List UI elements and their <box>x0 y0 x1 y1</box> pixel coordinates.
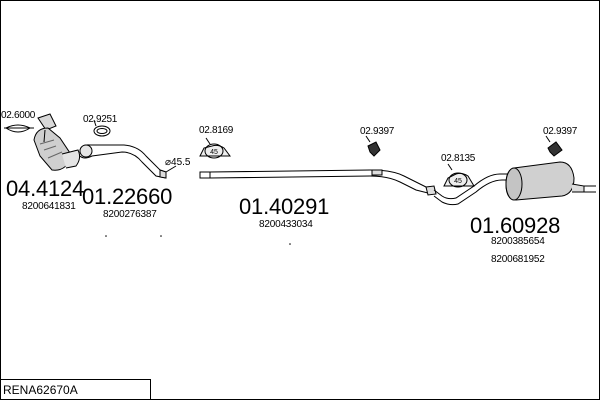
hanger-icon <box>545 135 563 157</box>
front-pipe-shape <box>79 144 167 179</box>
part-label-gasket: 02.9251 <box>83 114 118 125</box>
oem-number: 8200681952 <box>491 254 545 265</box>
hanger-icon <box>365 135 381 157</box>
oem-number: 8200276387 <box>103 209 157 220</box>
clamp-icon <box>4 124 34 133</box>
reference-box <box>0 379 151 399</box>
oem-number: 8200641831 <box>22 201 76 212</box>
center-pipe-shape <box>199 169 437 196</box>
part-label-hanger: 02.9397 <box>543 126 578 137</box>
catalyst-shape <box>33 113 81 171</box>
part-label-hanger: 02.9397 <box>360 126 395 137</box>
clamp-icon <box>443 163 475 188</box>
leader-line <box>165 165 177 173</box>
part-label-clamp: 02.8135 <box>441 153 476 164</box>
diameter-label: ⌀45.5 <box>165 157 191 168</box>
clamp-icon <box>199 137 231 159</box>
rear-silencer-shape <box>433 161 596 206</box>
reference-number: RENA62670A <box>3 383 78 397</box>
part-code-center-pipe: 01.40291 <box>239 194 330 219</box>
gasket-ring-icon <box>93 119 111 137</box>
part-code-front-pipe: 01.22660 <box>82 184 173 209</box>
part-label-clamp: 02.8169 <box>199 125 234 136</box>
clamp-size-label: 45 <box>210 149 218 156</box>
part-code-catalyst: 04.4124 <box>6 176 85 201</box>
part-code-rear-silencer: 01.60928 <box>470 213 561 238</box>
part-label-clamp: 02.6000 <box>1 110 36 121</box>
oem-number: 8200385654 <box>491 236 545 247</box>
oem-number: 8200433034 <box>259 219 313 230</box>
clamp-size-label: 45 <box>454 178 462 185</box>
